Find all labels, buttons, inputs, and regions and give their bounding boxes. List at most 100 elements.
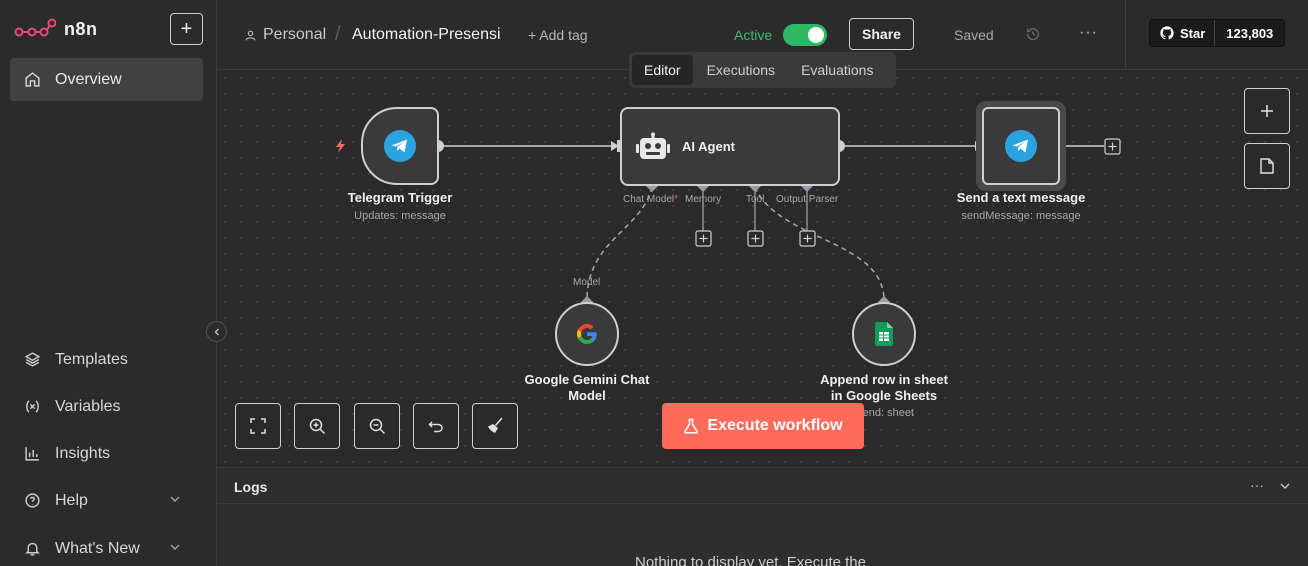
port-label-chat-model: Chat Model* [623,194,679,205]
tab-executions[interactable]: Executions [706,62,776,78]
share-button[interactable]: Share [849,18,914,50]
zoom-out-icon [369,418,385,434]
active-label: Active [734,27,773,43]
sidebar-item-variables[interactable]: Variables [10,385,203,428]
breadcrumb-project[interactable]: Personal [244,26,326,44]
node-subtitle: pend: sheet [856,407,915,419]
bell-icon [25,542,40,556]
logs-header[interactable]: Logs ··· [217,468,1308,504]
node-label: Send a text message [956,190,1086,205]
connection-tool[interactable] [754,186,885,301]
chevron-left-icon [214,328,219,335]
node-label: Google Gemini Chat Model [524,372,650,403]
home-icon [25,72,40,87]
tab-evaluations[interactable]: Evaluations [801,62,874,78]
google-icon [577,324,597,344]
logo[interactable]: n8n [14,18,98,40]
view-tabs: Editor Executions Evaluations [629,52,896,88]
logs-title: Logs [234,479,268,495]
tab-editor[interactable]: Editor [632,55,693,85]
undo-icon [428,421,443,433]
plus-icon: + [180,17,193,40]
execute-workflow-label: Execute workflow [707,417,843,434]
add-tag-button[interactable]: + Add tag [528,27,588,43]
node-subtitle: sendMessage: message [961,210,1081,222]
agent-input-port[interactable] [617,140,622,152]
sidebar-item-label: What's New [55,539,140,557]
node-label: Telegram Trigger [347,190,453,205]
node-label: Append row in sheet in Google Sheets [820,372,948,403]
port-label-memory: Memory [685,194,722,205]
sidebar-item-label: Templates [55,350,128,368]
node-append-row-google-sheets[interactable] [852,302,916,366]
sidebar-item-label: Help [55,491,88,509]
add-sticky-note-button[interactable] [1244,143,1290,189]
sidebar-item-overview[interactable]: Overview [10,58,203,101]
github-star-count: 123,803 [1215,20,1285,46]
breadcrumb-separator: / [335,23,341,45]
create-button[interactable]: + [170,13,203,45]
active-toggle[interactable] [783,24,827,46]
google-sheets-icon [875,322,893,346]
node-send-text-message[interactable] [982,107,1060,185]
sidebar-item-label: Insights [55,444,111,462]
telegram-icon [1005,130,1037,162]
sidebar-item-whats-new[interactable]: What's New [10,527,203,566]
variable-icon [26,400,39,413]
saved-status: Saved [954,27,994,43]
history-icon[interactable] [1025,26,1041,42]
github-star-button[interactable]: Star 123,803 [1149,19,1286,47]
help-circle-icon [25,493,40,508]
logs-more-icon[interactable]: ··· [1250,477,1264,493]
more-options-icon[interactable]: ··· [1079,24,1098,41]
zoom-in-icon [309,418,325,434]
sidebar: n8n + Overview Templates Variables Insig… [0,0,217,566]
sidebar-item-label: Variables [55,397,121,415]
chevron-down-icon [170,496,180,503]
plus-icon [1108,142,1117,151]
n8n-logo-icon [14,18,56,37]
node-label: AI Agent [682,139,735,154]
collapse-sidebar-button[interactable] [206,321,227,342]
plus-icon [803,234,812,243]
trigger-lightning-icon [336,139,345,153]
bar-chart-icon [25,447,39,461]
chevron-down-icon[interactable] [1279,480,1291,492]
node-google-gemini-chat-model[interactable] [555,302,619,366]
user-icon [245,30,256,41]
workflow-name[interactable]: Automation-Presensi [352,26,501,43]
header-divider [1125,0,1126,70]
add-node-button[interactable] [1244,88,1290,134]
node-telegram-trigger[interactable] [361,107,439,185]
node-ai-agent[interactable]: AI Agent [620,107,840,186]
plus-icon [699,234,708,243]
tidy-up-button[interactable] [472,403,518,449]
sidebar-item-insights[interactable]: Insights [10,432,203,475]
zoom-in-button[interactable] [294,403,340,449]
sidebar-item-help[interactable]: Help [10,479,203,522]
plus-icon [751,234,760,243]
github-star: Star [1150,20,1216,46]
reset-zoom-button[interactable] [413,403,459,449]
port-label-output-parser: Output Parser [776,194,839,205]
sidebar-item-templates[interactable]: Templates [10,338,203,381]
fit-view-icon [250,418,266,434]
sidebar-item-label: Overview [55,70,122,88]
execute-workflow-button[interactable]: Execute workflow [662,403,864,449]
logs-empty-message: Nothing to display yet. Execute the [635,554,866,566]
zoom-to-fit-button[interactable] [235,403,281,449]
broom-icon [488,417,503,433]
robot-icon [636,132,670,159]
telegram-icon [384,130,416,162]
port-label-model: Model [573,277,601,288]
flask-icon [684,418,699,434]
zoom-out-button[interactable] [354,403,400,449]
node-subtitle: Updates: message [354,210,446,222]
arrow-head [611,141,619,151]
workflow-canvas[interactable]: Telegram Trigger Updates: message AI Age… [217,70,1308,467]
layers-icon [24,352,41,367]
github-star-label: Star [1180,25,1206,41]
port-label-tool: Tool [746,194,765,205]
breadcrumb-project-label: Personal [263,26,327,43]
